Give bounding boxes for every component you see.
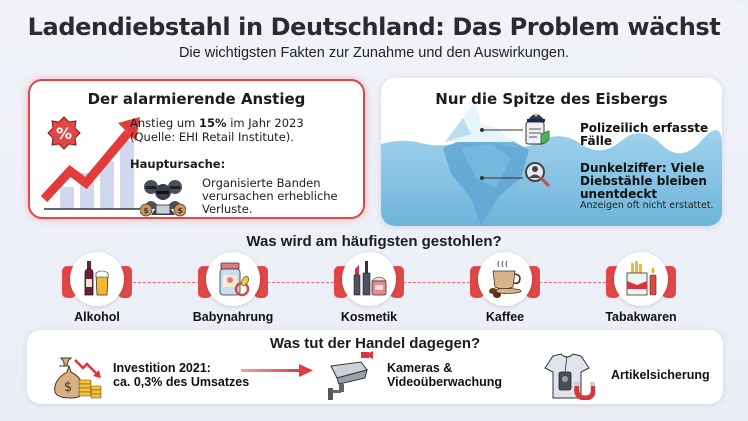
investment-text: Investition 2021: ca. 0,3% des Umsatzes bbox=[113, 361, 250, 389]
rise-stat-value: 15% bbox=[199, 116, 227, 130]
actions-panel: Was tut der Handel dagegen? $ Investitio… bbox=[27, 330, 723, 404]
arrow-right-icon bbox=[241, 364, 313, 377]
item-label: Kosmetik bbox=[340, 310, 398, 324]
connector-line bbox=[534, 282, 606, 283]
item-label: Babynahrung bbox=[192, 310, 274, 324]
item-label: Kaffee bbox=[485, 310, 525, 324]
rise-stat: Anstieg um 15% im Jahr 2023 (Quelle: EHI… bbox=[130, 116, 304, 144]
police-report-icon bbox=[525, 113, 550, 145]
stolen-item-kaffee: Kaffee bbox=[455, 252, 555, 327]
cigarettes-lighter-icon bbox=[626, 261, 657, 296]
connector-line bbox=[398, 282, 470, 283]
rise-panel: Der alarmierende Anstieg % Anstieg um 15… bbox=[28, 79, 365, 219]
hooded-gang-icon: $ $ bbox=[140, 180, 186, 217]
security-camera-icon bbox=[328, 351, 373, 400]
baby-food-jar-icon bbox=[219, 262, 250, 297]
money-bag-decline-icon: $ bbox=[54, 357, 102, 399]
stolen-item-babynahrung: Babynahrung bbox=[183, 252, 283, 327]
stolen-item-kosmetik: Kosmetik bbox=[319, 252, 419, 327]
iceberg-panel: Nur die Spitze des Eisbergs Polizeilich … bbox=[381, 78, 722, 226]
stolen-items-row: Alkohol Babynahrung bbox=[0, 252, 748, 327]
rising-chart-icon: % bbox=[40, 116, 140, 210]
svg-text:$: $ bbox=[64, 380, 72, 395]
tag-text: Artikelsicherung bbox=[611, 368, 710, 382]
svg-text:%: % bbox=[56, 124, 72, 143]
cosmetics-icon bbox=[353, 261, 387, 296]
stolen-item-tabakwaren: Tabakwaren bbox=[591, 252, 691, 327]
dark-figure-label: Dunkelziffer: Viele Diebstähle bleiben u… bbox=[580, 161, 707, 201]
item-label: Alkohol bbox=[74, 310, 120, 324]
dark-figure-note: Anzeigen oft nicht erstattet. bbox=[580, 200, 714, 211]
stolen-item-alkohol: Alkohol bbox=[47, 252, 147, 327]
coffee-cup-icon bbox=[489, 260, 522, 298]
page-subtitle: Die wichtigsten Fakten zur Zunahme und d… bbox=[178, 45, 570, 61]
rise-panel-title: Der alarmierende Anstieg bbox=[87, 90, 306, 108]
page-title: Ladendiebstahl in Deutschland: Das Probl… bbox=[27, 13, 721, 41]
actions-panel-title: Was tut der Handel dagegen? bbox=[269, 335, 481, 352]
svg-text:$: $ bbox=[178, 207, 183, 215]
item-label: Tabakwaren bbox=[605, 310, 677, 324]
camera-text: Kameras & Videoüberwachung bbox=[387, 361, 503, 389]
rise-source: (Quelle: EHI Retail Institute). bbox=[130, 130, 294, 144]
cause-heading: Hauptursache: bbox=[130, 157, 226, 171]
wine-beer-icon bbox=[84, 261, 109, 296]
reported-cases-label: Polizeilich erfasste Fälle bbox=[580, 121, 709, 148]
svg-text:$: $ bbox=[144, 207, 149, 215]
stolen-section-title: Was wird am häufigsten gestohlen? bbox=[246, 233, 502, 250]
iceberg-illustration bbox=[381, 100, 722, 226]
connector-line bbox=[262, 282, 334, 283]
cause-text: Organisierte Banden verursachen erheblic… bbox=[202, 176, 338, 216]
magnifier-person-icon bbox=[525, 162, 550, 187]
security-tag-icon bbox=[544, 353, 595, 400]
connector-line bbox=[128, 282, 200, 283]
iceberg-panel-title: Nur die Spitze des Eisbergs bbox=[435, 90, 668, 108]
